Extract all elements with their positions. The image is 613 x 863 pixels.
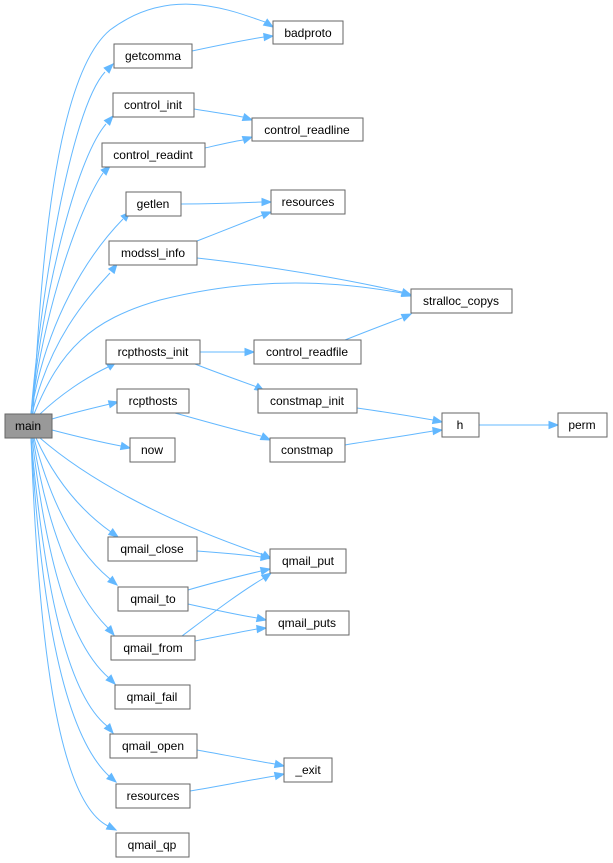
edge-main-to-modssl_info	[31, 262, 118, 415]
edge-main-to-resources_bottom	[30, 437, 118, 783]
node-resources-top[interactable]: resources	[270, 189, 346, 215]
node-label: constmap_init	[270, 394, 345, 408]
node-label: stralloc_copys	[423, 294, 499, 308]
node-label: qmail_qp	[128, 838, 177, 852]
node-label: control_readfile	[266, 345, 348, 359]
node-label: qmail_puts	[278, 616, 336, 630]
node-label: qmail_put	[282, 554, 335, 568]
node-control-readint[interactable]: control_readint	[101, 142, 206, 168]
node-now[interactable]: now	[129, 437, 176, 463]
node-qmail-puts[interactable]: qmail_puts	[265, 610, 350, 636]
node-label: resources	[282, 195, 335, 209]
node-qmail-to[interactable]: qmail_to	[117, 586, 189, 612]
edge-rcpthosts-to-constmap	[174, 412, 272, 441]
node-qmail-close[interactable]: qmail_close	[107, 536, 198, 562]
edge-rcpthosts_init-to-readfile	[199, 347, 256, 357]
edge-main-to-qmail_fail	[31, 437, 116, 685]
node-label: control_readint	[113, 148, 193, 162]
node-getcomma[interactable]: getcomma	[113, 43, 193, 69]
edge-main-to-control_init	[30, 114, 114, 415]
edge-modssl_info-to-resources	[196, 211, 273, 242]
node-h[interactable]: h	[441, 412, 480, 438]
edge-main-to-qmail_close	[35, 437, 120, 538]
node-label: qmail_open	[122, 739, 184, 753]
edge-qmail_to-to-qmail_puts	[187, 603, 268, 623]
edge-getlen-to-resources	[180, 197, 273, 207]
node-label: main	[15, 419, 41, 433]
node-label: qmail_from	[123, 641, 182, 655]
node-perm[interactable]: perm	[557, 412, 608, 438]
node-constmap-init[interactable]: constmap_init	[257, 388, 358, 414]
edge-getcomma-to-badproto	[191, 32, 275, 52]
edge-main-to-qmail_from	[32, 437, 115, 637]
node-label: getlen	[137, 197, 170, 211]
node-main[interactable]: main	[4, 413, 53, 439]
edge-main-to-qmail_to	[33, 437, 119, 586]
node-rcpthosts[interactable]: rcpthosts	[116, 388, 190, 414]
edge-constmap_init-to-h	[356, 407, 444, 425]
node-qmail-put[interactable]: qmail_put	[269, 548, 347, 574]
node-label: resources	[127, 789, 180, 803]
edge-modssl_info-to-stralloc	[196, 257, 413, 297]
edge-qmail_close-to-qmail_put	[196, 550, 272, 562]
edge-main-to-control_readint	[30, 165, 111, 415]
edge-main-to-now	[51, 429, 132, 451]
edge-qmail_from-to-qmail_puts	[194, 624, 268, 642]
edge-rcpthosts_init-to-constmap_init	[194, 363, 266, 392]
node-rcpthosts-init[interactable]: rcpthosts_init	[105, 339, 201, 365]
node-label: constmap	[281, 443, 333, 457]
edge-main-to-rcpthosts	[51, 400, 120, 420]
node-label: modssl_info	[121, 246, 185, 260]
node-qmail-fail[interactable]: qmail_fail	[114, 684, 191, 710]
node-control-readline[interactable]: control_readline	[251, 117, 364, 142]
edge-qmail_open-to-exit	[196, 749, 286, 769]
node-getlen[interactable]: getlen	[125, 191, 182, 217]
node-control-readfile[interactable]: control_readfile	[253, 339, 362, 365]
edge-main-to-badproto	[32, 3, 275, 415]
edge-main-to-qmail_qp	[30, 437, 118, 831]
node-label: now	[141, 443, 163, 457]
node-resources-bottom[interactable]: resources	[115, 783, 191, 809]
node-label: badproto	[284, 26, 332, 40]
node-modssl-info[interactable]: modssl_info	[108, 240, 198, 266]
edge-main-to-getcomma	[30, 63, 114, 415]
node-exit[interactable]: _exit	[283, 757, 333, 783]
node-control-init[interactable]: control_init	[112, 92, 195, 118]
node-qmail-open[interactable]: qmail_open	[109, 733, 198, 759]
edge-control_readint-to-readline	[204, 135, 254, 149]
edge-h-to-perm	[478, 420, 560, 430]
edge-qmail_from-to-qmail_put	[181, 572, 273, 637]
edge-qmail_to-to-qmail_put	[187, 566, 272, 591]
node-label: rcpthosts	[129, 394, 178, 408]
node-label: qmail_fail	[127, 690, 178, 704]
node-label: qmail_close	[120, 542, 184, 556]
node-qmail-from[interactable]: qmail_from	[110, 635, 196, 661]
node-badproto[interactable]: badproto	[272, 20, 344, 45]
edge-main-to-qmail_open	[30, 437, 114, 735]
edge-readfile-to-stralloc	[344, 313, 413, 341]
edge-resources-to-exit	[189, 771, 286, 792]
node-qmail-qp[interactable]: qmail_qp	[115, 832, 190, 858]
edge-constmap-to-h	[344, 426, 444, 446]
node-label: qmail_to	[130, 592, 176, 606]
node-label: control_readline	[264, 123, 350, 137]
node-label: _exit	[294, 763, 321, 777]
node-label: getcomma	[125, 49, 181, 63]
edge-control_init-to-readline	[193, 108, 254, 122]
node-stralloc-copys[interactable]: stralloc_copys	[410, 288, 513, 314]
node-label: perm	[568, 418, 595, 432]
node-label: rcpthosts_init	[118, 345, 189, 359]
node-constmap[interactable]: constmap	[269, 437, 346, 463]
edge-main-to-rcpthosts_init	[39, 361, 118, 415]
node-label: control_init	[124, 98, 183, 112]
node-label: h	[457, 418, 464, 432]
